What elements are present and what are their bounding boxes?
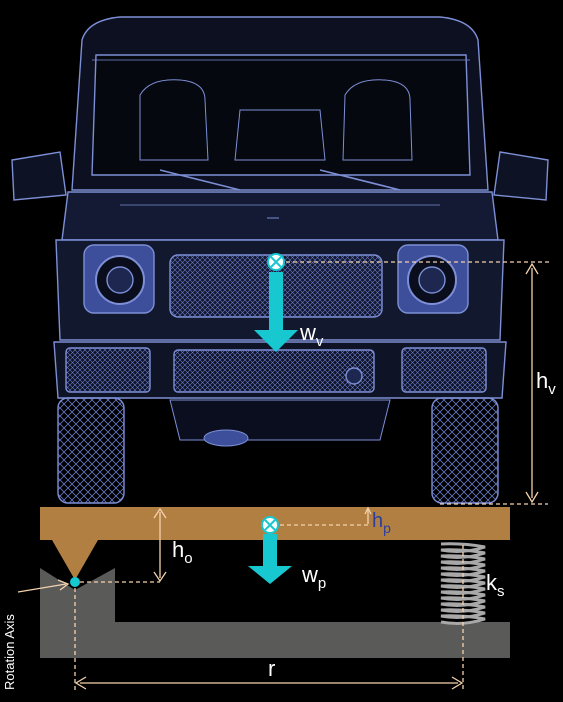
vehicle-seat-left [139, 79, 209, 161]
label-platform-weight: wp [301, 562, 326, 592]
vehicle-cg-marker [267, 253, 285, 271]
vehicle-wheel-right [431, 397, 499, 504]
vehicle-mirror-left [11, 151, 67, 201]
label-vehicle-weight: wv [299, 320, 324, 350]
vehicle-seat-right [342, 79, 413, 161]
label-rotation-axis: Rotation Axis [2, 614, 17, 690]
label-vehicle-cg-height: hv [536, 368, 556, 398]
platform-cg-marker [261, 516, 279, 534]
vehicle-hood [61, 191, 499, 241]
ground-base [40, 568, 510, 658]
label-platform-cg-height: hp [372, 510, 391, 536]
label-lever-arm: r [268, 656, 275, 681]
vehicle-mirror-right [493, 151, 549, 201]
dimension-lines [17, 261, 550, 690]
vehicle-wheel-left [57, 397, 125, 504]
support-spring [440, 542, 486, 625]
label-spring-constant: ks [486, 570, 505, 600]
platform-pivot-wedge [52, 540, 98, 580]
labels: wv hv hp ho wp ks r Rotation Axis [2, 320, 556, 690]
platform-weight-arrow [248, 534, 292, 584]
rotation-axis-point [70, 577, 80, 587]
label-pivot-height: ho [172, 537, 193, 567]
vehicle-weight-arrow [254, 272, 298, 352]
